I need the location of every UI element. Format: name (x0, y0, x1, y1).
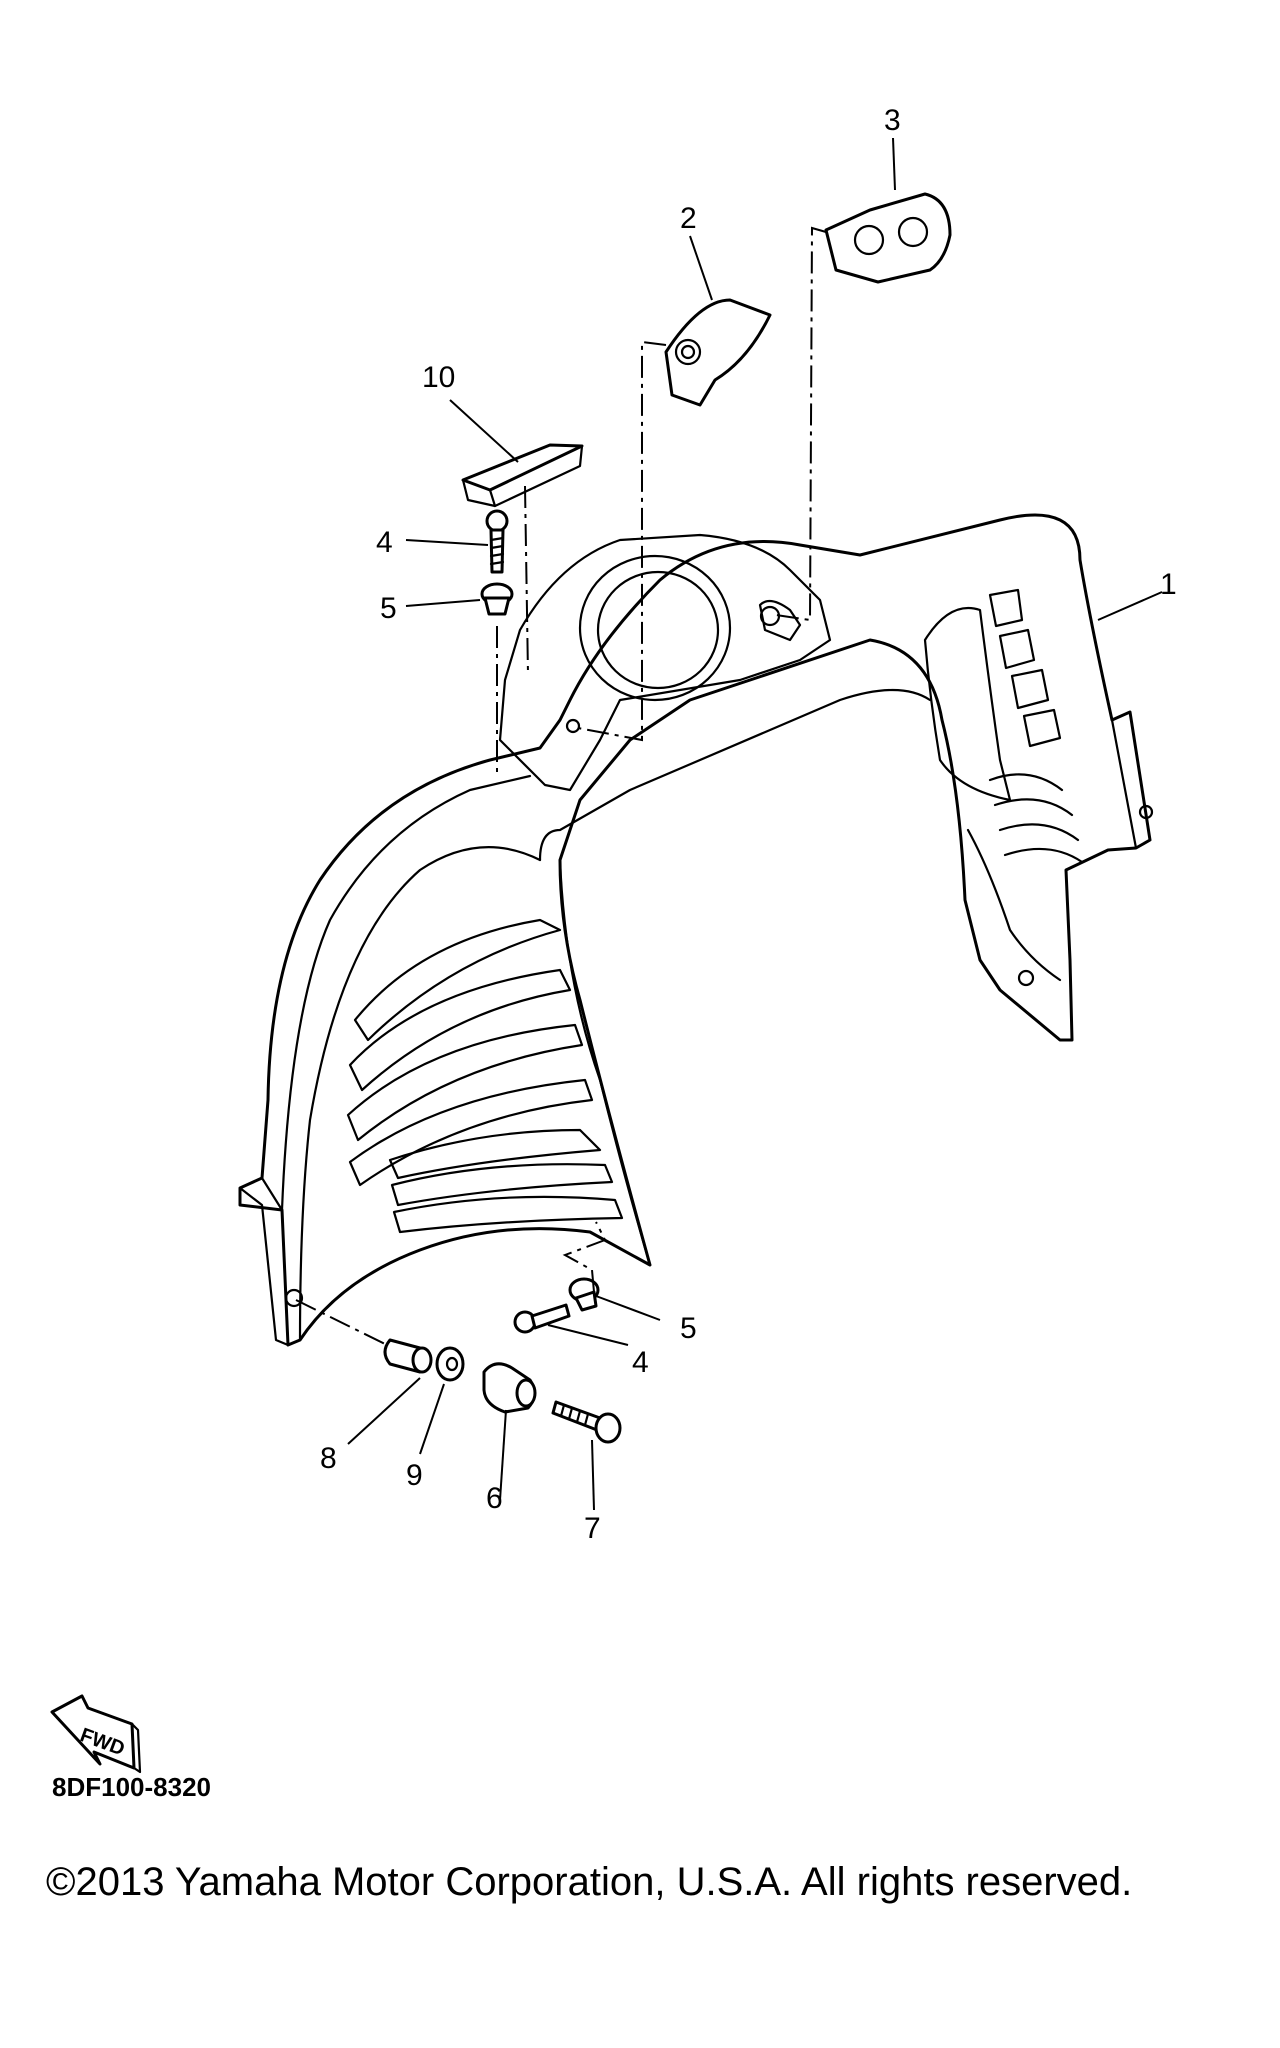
callout-1: 1 (1160, 568, 1177, 601)
fwd-arrow-icon: FWD (50, 1694, 142, 1774)
callout-8: 8 (320, 1442, 337, 1475)
callout-5-bottom: 5 (680, 1312, 697, 1345)
callout-9: 9 (406, 1459, 423, 1492)
callout-5-top: 5 (380, 592, 397, 625)
callout-3: 3 (884, 104, 901, 137)
callout-4-bottom: 4 (632, 1346, 649, 1379)
diagram-code: 8DF100-8320 (52, 1772, 211, 1802)
cowling-part-1 (238, 513, 1154, 1347)
grommet-part-5-bottom (568, 1277, 600, 1312)
emblem-part-2 (664, 298, 772, 407)
collar-part-8 (383, 1338, 433, 1374)
seal-strip-part-10 (461, 443, 584, 508)
callout-6: 6 (486, 1482, 503, 1515)
callout-7: 7 (584, 1512, 601, 1545)
assembly-lines (295, 226, 827, 1345)
callout-4-top: 4 (376, 526, 393, 559)
plate-part-3 (824, 192, 952, 284)
washer-part-9 (435, 1346, 465, 1382)
leader-lines (347, 137, 1163, 1511)
callout-labels: 1 2 3 4 4 5 5 6 7 8 9 10 (320, 104, 1177, 1545)
bolt-part-7 (551, 1400, 622, 1444)
damper-part-6 (482, 1362, 537, 1414)
copyright-notice: ©2013 Yamaha Motor Corporation, U.S.A. A… (46, 1860, 1133, 1904)
grommet-part-5-top (480, 582, 514, 616)
screw-part-4-bottom (513, 1303, 571, 1334)
screw-part-4-top (485, 509, 509, 574)
callout-2: 2 (680, 202, 697, 235)
callout-10: 10 (422, 361, 455, 394)
